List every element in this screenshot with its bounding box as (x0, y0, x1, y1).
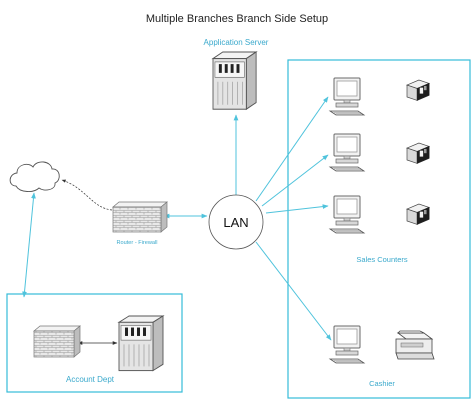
brick-firewall-icon (112, 201, 168, 233)
cashier-station[interactable]: Cashier (329, 325, 435, 388)
router-firewall[interactable]: Router - Firewall (112, 201, 168, 246)
sales-counters-label: Sales Counters (356, 255, 408, 264)
lan-hub[interactable]: LAN (208, 194, 264, 250)
desktop-computer-icon (329, 133, 365, 172)
receipt-printer-icon (406, 203, 430, 225)
brick-firewall-icon (33, 325, 81, 358)
internet-cloud-icon (9, 161, 60, 192)
application-server-label: Application Server (204, 38, 269, 47)
server-tower-icon (212, 51, 257, 110)
diagram-title: Multiple Branches Branch Side Setup (146, 13, 328, 25)
lan-hub-label: LAN (223, 215, 248, 230)
receipt-printer-icon (406, 79, 430, 101)
link-lan-sales-3 (265, 204, 329, 214)
desktop-computer-icon (329, 77, 365, 116)
network-links (22, 96, 332, 341)
link-lan-cashier (255, 241, 332, 341)
receipt-printer-icon (406, 142, 430, 164)
sales-counter-2[interactable] (329, 133, 430, 172)
sales-counter-1[interactable] (329, 77, 430, 116)
link-router-cloud (61, 179, 113, 211)
cashier-label: Cashier (369, 379, 395, 388)
link-lan-sales-1 (255, 96, 329, 202)
desktop-computer-icon (329, 325, 365, 364)
desktop-computer-icon (329, 195, 365, 234)
account-dept[interactable]: Account Dept (33, 315, 164, 384)
account-dept-label: Account Dept (66, 375, 115, 384)
application-server[interactable]: Application Server (204, 38, 269, 110)
account-dept-box (6, 293, 183, 393)
lan-hub-circle (208, 194, 264, 250)
server-tower-icon (118, 315, 164, 372)
cash-register-printer-icon (395, 330, 435, 360)
sales-counter-3[interactable] (329, 195, 430, 234)
router-firewall-label: Router - Firewall (116, 240, 157, 246)
link-lan-sales-2 (261, 154, 329, 207)
counters-group-box (287, 59, 471, 399)
link-cloud-account (22, 192, 36, 298)
